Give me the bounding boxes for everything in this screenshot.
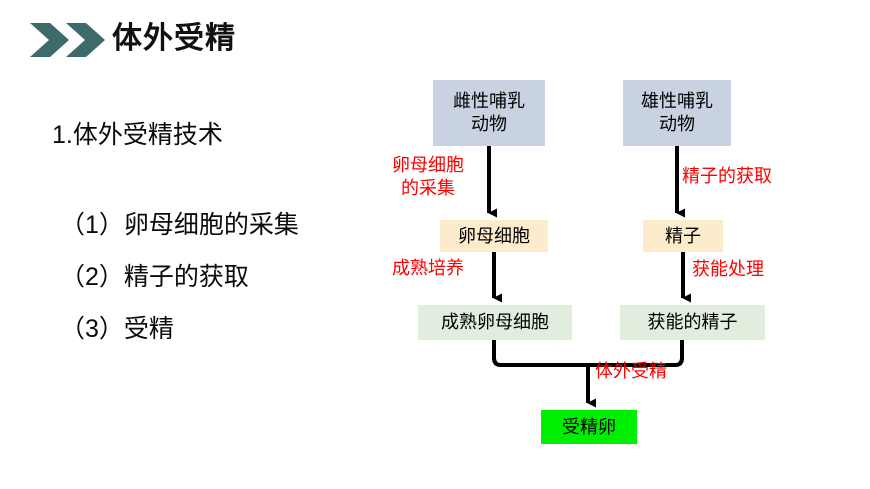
- list-item: （1）卵母细胞的采集: [60, 211, 299, 239]
- left-text-panel: 1.体外受精技术 （1）卵母细胞的采集 （2）精子的获取 （3）受精: [0, 100, 380, 400]
- page-title: 体外受精: [112, 22, 236, 55]
- flow-node-oocyte[interactable]: 卵母细胞: [440, 220, 548, 252]
- flow-node-zygote[interactable]: 受精卵: [541, 410, 637, 444]
- flow-node-capacitated-sperm[interactable]: 获能的精子: [620, 305, 765, 340]
- list-item: （3）受精: [60, 315, 174, 343]
- edge-label-mature-culture: 成熟培养: [392, 258, 464, 278]
- section-heading: 1.体外受精技术: [52, 121, 223, 149]
- flow-node-sperm[interactable]: 精子: [643, 220, 723, 252]
- flowchart-connector-lines: [487, 146, 691, 408]
- double-chevron-icon: [30, 23, 105, 57]
- edge-label-collect-oocyte: 卵母细胞 的采集: [392, 155, 464, 198]
- edge-label-capacitation: 获能处理: [692, 259, 764, 279]
- ivf-flowchart: 雌性哺乳 动物 雄性哺乳 动物 卵母细胞 精子 成熟卵母细胞 获能的精子 受精卵…: [370, 60, 870, 460]
- edge-label-in-vitro-fertilization: 体外受精: [595, 361, 667, 381]
- slide-header: 体外受精: [0, 0, 870, 72]
- edge-label-obtain-sperm: 精子的获取: [682, 166, 772, 186]
- list-item: （2）精子的获取: [60, 263, 249, 291]
- flow-node-male-mammal[interactable]: 雄性哺乳 动物: [623, 80, 731, 146]
- flow-node-mature-oocyte[interactable]: 成熟卵母细胞: [418, 305, 572, 340]
- flow-node-female-mammal[interactable]: 雌性哺乳 动物: [433, 80, 545, 146]
